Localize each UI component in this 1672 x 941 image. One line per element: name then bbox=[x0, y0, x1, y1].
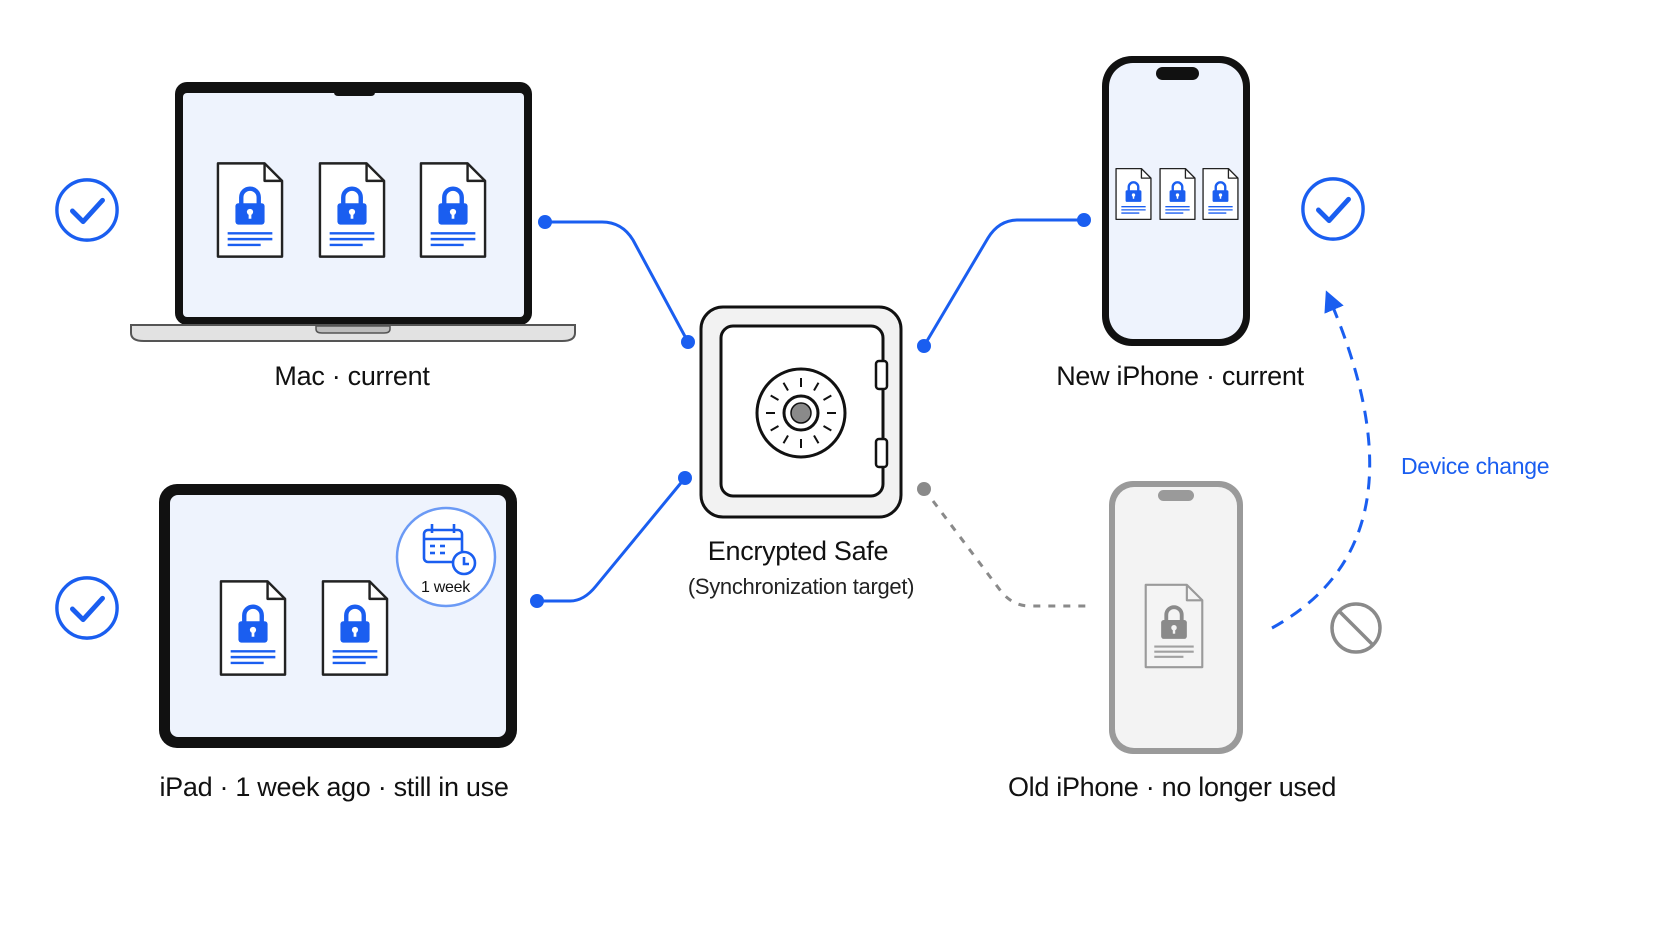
ipad-tablet bbox=[159, 484, 517, 748]
ipad-connection-dot bbox=[530, 594, 544, 608]
mac-check-icon bbox=[57, 180, 117, 240]
mac-laptop bbox=[130, 82, 576, 342]
safe-dial-tick bbox=[782, 435, 789, 444]
safe-subtitle: (Synchronization target) bbox=[687, 574, 915, 599]
safe-dial-tick bbox=[823, 394, 832, 401]
safe-dial-tick bbox=[782, 382, 789, 391]
old-iphone-dashed-line bbox=[922, 488, 1090, 608]
safe-mac-dot bbox=[681, 335, 695, 349]
old-iphone bbox=[1109, 481, 1243, 754]
lock-document-icon bbox=[1115, 167, 1152, 221]
ipad-check-icon bbox=[57, 578, 117, 638]
new-iphone-connection-dot bbox=[1077, 213, 1091, 227]
old-iphone-label: Old iPhone · no longer used bbox=[1007, 772, 1337, 802]
ipad-label: iPad · 1 week ago · still in use bbox=[159, 772, 509, 802]
safe-dial-tick bbox=[770, 425, 779, 432]
lock-document-icon bbox=[421, 163, 485, 256]
lock-document-gray-icon bbox=[1144, 582, 1204, 670]
sync-connections bbox=[530, 213, 1372, 630]
new-iphone-label: New iPhone · current bbox=[1056, 361, 1304, 391]
device-change-arrow bbox=[1271, 290, 1372, 630]
lock-document-icon bbox=[218, 163, 282, 256]
lock-document-icon bbox=[1159, 167, 1196, 221]
one-week-badge bbox=[395, 506, 497, 608]
device-change-label: Device change bbox=[1401, 453, 1550, 479]
safe-ipad-dot bbox=[678, 471, 692, 485]
safe-old-iphone-dot bbox=[917, 482, 931, 496]
calendar-clock-icon bbox=[422, 524, 477, 576]
safe-dial-tick bbox=[770, 394, 779, 401]
mac-connection-dot bbox=[538, 215, 552, 229]
new-iphone-check-icon bbox=[1303, 179, 1363, 239]
safe-dial-tick bbox=[813, 435, 820, 444]
new-iphone-connection-line bbox=[922, 218, 1084, 347]
one-week-badge-label: 1 week bbox=[421, 579, 470, 596]
new-iphone bbox=[1102, 56, 1250, 346]
safe-dial-tick bbox=[813, 382, 820, 391]
safe-icon bbox=[699, 305, 903, 519]
safe-new-iphone-dot bbox=[917, 339, 931, 353]
lock-document-icon bbox=[1202, 167, 1239, 221]
safe-title: Encrypted Safe bbox=[707, 536, 889, 566]
safe-dial-ticks bbox=[766, 378, 836, 448]
mac-connection-line bbox=[545, 220, 690, 343]
lock-document-icon bbox=[320, 163, 384, 256]
lock-document-icon bbox=[221, 581, 285, 674]
no-entry-icon bbox=[1330, 602, 1382, 654]
ipad-connection-line bbox=[537, 477, 687, 603]
mac-label: Mac · current bbox=[274, 361, 430, 391]
safe-dial-tick bbox=[823, 425, 832, 432]
lock-document-icon bbox=[323, 581, 387, 674]
